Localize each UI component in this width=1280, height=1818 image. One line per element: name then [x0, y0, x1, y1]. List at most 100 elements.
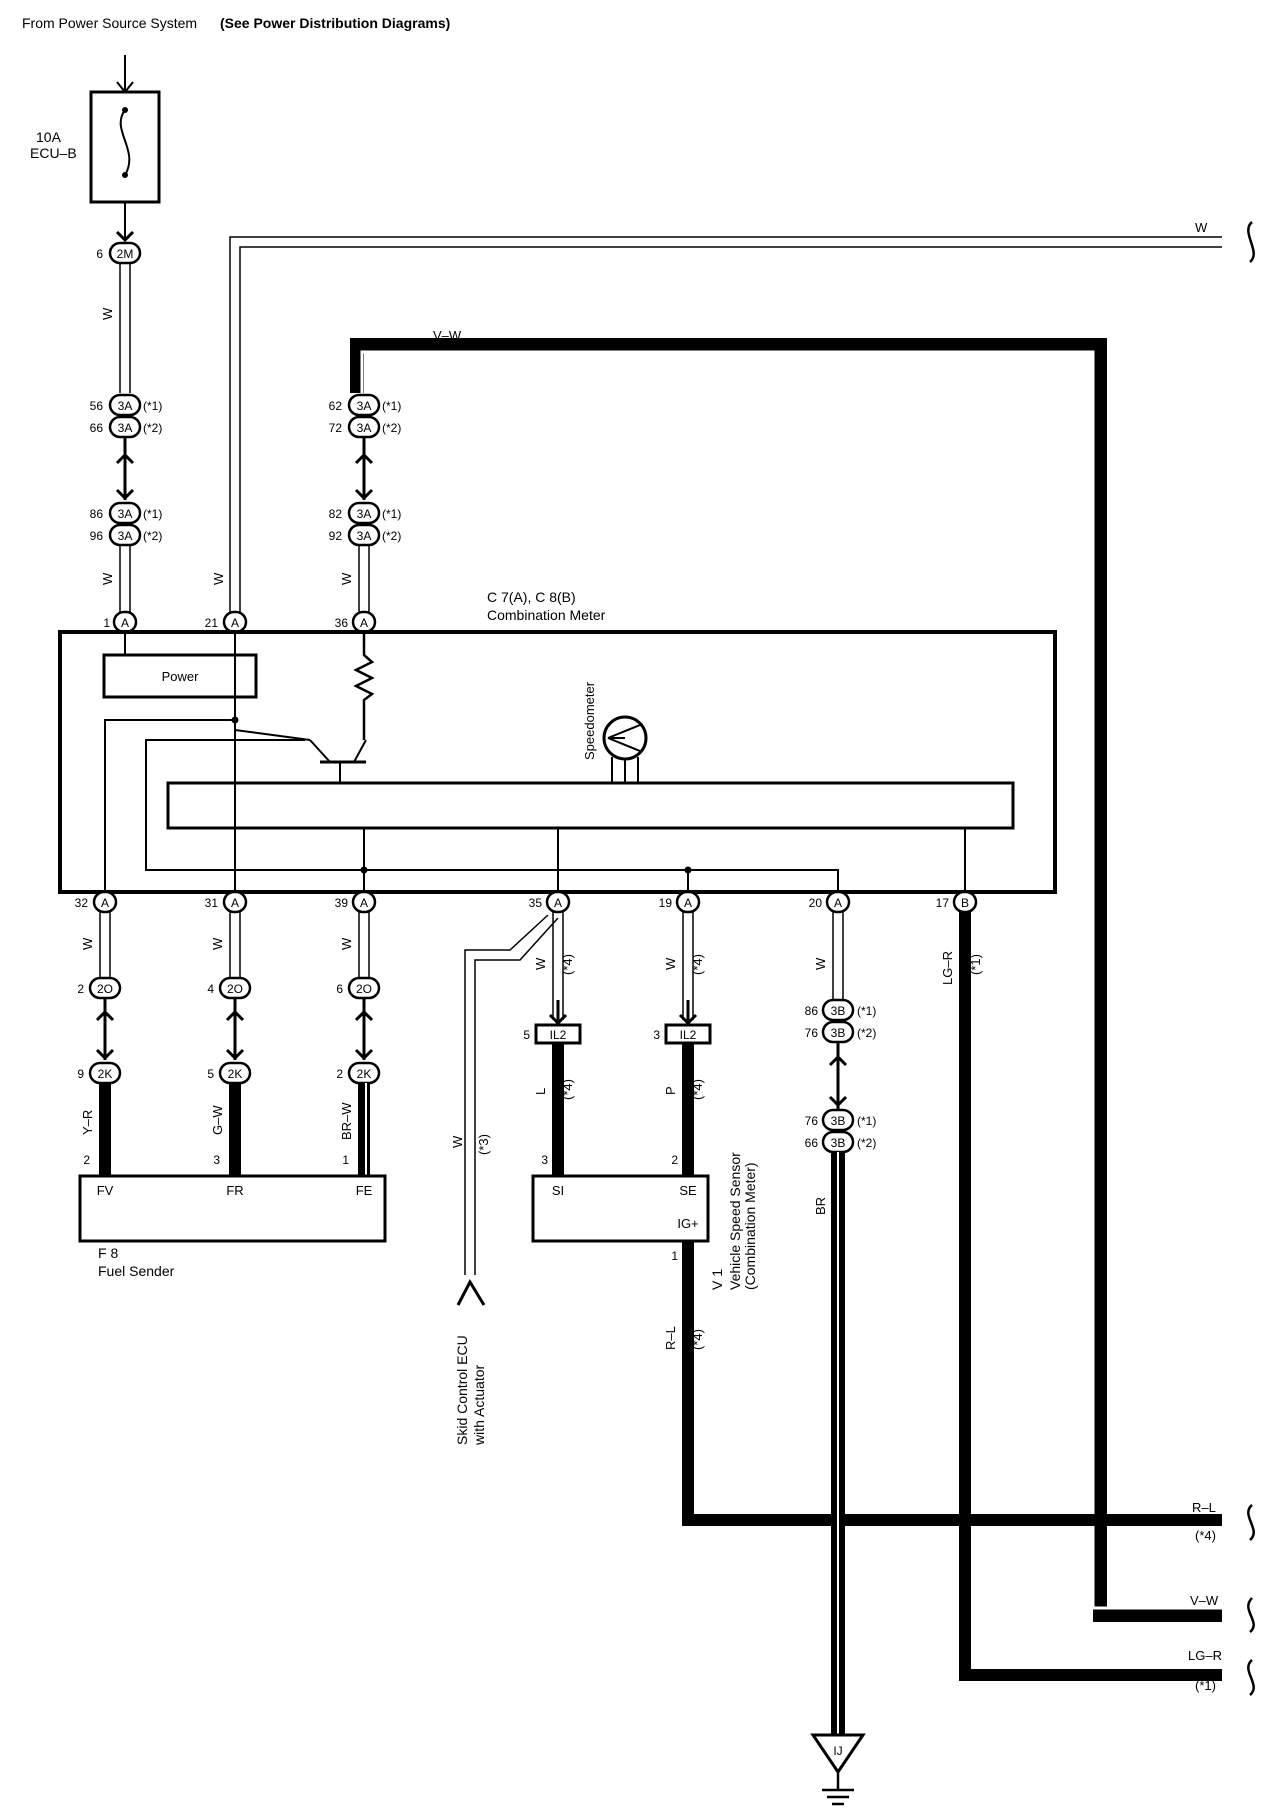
svg-text:(*1): (*1): [857, 1114, 876, 1128]
svg-text:31: 31: [205, 896, 219, 910]
svg-text:A: A: [121, 616, 129, 630]
svg-text:3A: 3A: [357, 529, 372, 543]
svg-text:(*2): (*2): [143, 421, 162, 435]
svg-text:BR–W: BR–W: [339, 1102, 354, 1140]
svg-text:3A: 3A: [118, 421, 133, 435]
svg-text:V 1: V 1: [709, 1269, 725, 1290]
svg-text:W: W: [663, 957, 678, 970]
svg-text:B: B: [961, 896, 969, 910]
svg-text:(*1): (*1): [382, 507, 401, 521]
svg-text:39: 39: [335, 896, 349, 910]
svg-text:(*1): (*1): [143, 399, 162, 413]
svg-text:20: 20: [809, 896, 823, 910]
meter-codes: C 7(A), C 8(B): [487, 589, 576, 605]
svg-text:with Actuator: with Actuator: [471, 1365, 487, 1446]
svg-text:62: 62: [329, 399, 343, 413]
vss-box: SI SE IG+ V 1 Vehicle Speed Sensor (Comb…: [531, 1152, 758, 1290]
fuse-name: ECU–B: [30, 145, 77, 161]
svg-text:(*4): (*4): [690, 954, 705, 975]
svg-text:Skid Control ECU: Skid Control ECU: [454, 1335, 470, 1445]
svg-text:W: W: [1195, 220, 1208, 235]
svg-text:P: P: [663, 1086, 678, 1095]
svg-text:V–W: V–W: [1190, 1593, 1219, 1608]
svg-text:W: W: [813, 957, 828, 970]
svg-text:2K: 2K: [98, 1067, 113, 1081]
svg-text:2O: 2O: [227, 982, 243, 996]
fuel-sender-box: FV FR FE F 8 Fuel Sender: [78, 1174, 387, 1279]
connector-il2: IL2 5 IL2 3 L (*4) P (*4) 3 2: [523, 1023, 712, 1176]
svg-text:FR: FR: [226, 1183, 243, 1198]
svg-text:SI: SI: [552, 1183, 564, 1198]
svg-text:3: 3: [213, 1153, 220, 1167]
svg-text:LG–R: LG–R: [940, 951, 955, 985]
svg-text:W: W: [80, 937, 95, 950]
svg-text:2O: 2O: [97, 982, 113, 996]
svg-text:76: 76: [805, 1114, 819, 1128]
svg-text:Speedometer: Speedometer: [582, 681, 597, 760]
svg-text:Y–R: Y–R: [80, 1110, 95, 1135]
svg-text:3A: 3A: [118, 399, 133, 413]
svg-text:R–L: R–L: [1192, 1500, 1216, 1515]
svg-text:BR: BR: [813, 1197, 828, 1215]
svg-text:66: 66: [805, 1136, 819, 1150]
svg-text:2K: 2K: [228, 1067, 243, 1081]
svg-text:(*2): (*2): [382, 529, 401, 543]
svg-text:92: 92: [329, 529, 343, 543]
svg-text:(*4): (*4): [690, 1329, 705, 1350]
svg-text:76: 76: [805, 1026, 819, 1040]
header-source: From Power Source System: [22, 15, 197, 31]
svg-text:(*2): (*2): [857, 1136, 876, 1150]
svg-text:(*2): (*2): [857, 1026, 876, 1040]
svg-text:56: 56: [90, 399, 104, 413]
svg-text:A: A: [231, 616, 239, 630]
svg-text:(*1): (*1): [143, 507, 162, 521]
svg-text:(*4): (*4): [1195, 1528, 1216, 1543]
wire-w-top: W W: [211, 220, 1255, 617]
svg-text:(*4): (*4): [560, 954, 575, 975]
svg-text:W: W: [210, 937, 225, 950]
svg-text:A: A: [360, 616, 368, 630]
svg-text:17: 17: [936, 896, 950, 910]
svg-text:86: 86: [805, 1004, 819, 1018]
svg-text:2: 2: [671, 1153, 678, 1167]
wire-w-main: W: [100, 263, 131, 393]
svg-text:3B: 3B: [831, 1026, 846, 1040]
svg-text:A: A: [360, 896, 368, 910]
svg-text:(Combination Meter): (Combination Meter): [742, 1162, 758, 1290]
svg-text:1: 1: [671, 1249, 678, 1263]
svg-text:3A: 3A: [357, 399, 372, 413]
svg-text:5: 5: [207, 1067, 214, 1081]
svg-text:2M: 2M: [117, 247, 134, 261]
svg-text:86: 86: [90, 507, 104, 521]
svg-text:Power: Power: [162, 669, 200, 684]
wire-v-w: V–W V–W: [350, 328, 1255, 1633]
svg-text:W: W: [100, 307, 115, 320]
svg-text:5: 5: [523, 1028, 530, 1042]
svg-text:(*1): (*1): [968, 954, 983, 975]
connector-3a-right: 3A 62 (*1) 3A 72 (*2) 3A 82 (*1) 3A 92 (…: [329, 393, 401, 612]
svg-text:Fuel Sender: Fuel Sender: [98, 1263, 175, 1279]
fuse-ecu-b: 10A ECU–B: [30, 55, 161, 240]
svg-text:A: A: [231, 896, 239, 910]
svg-text:2: 2: [336, 1067, 343, 1081]
svg-text:G–W: G–W: [210, 1105, 225, 1135]
svg-text:IJ: IJ: [833, 1744, 842, 1758]
svg-text:Vehicle Speed Sensor: Vehicle Speed Sensor: [727, 1152, 743, 1290]
svg-text:3: 3: [653, 1028, 660, 1042]
svg-text:2K: 2K: [357, 1067, 372, 1081]
svg-text:(*4): (*4): [560, 1079, 575, 1100]
svg-text:A: A: [684, 896, 692, 910]
wire-lg-r: LG–R (*1) LG–R (*1): [940, 912, 1255, 1696]
svg-text:(*3): (*3): [476, 1134, 491, 1155]
svg-text:L: L: [533, 1088, 548, 1095]
svg-text:3A: 3A: [118, 529, 133, 543]
svg-text:96: 96: [90, 529, 104, 543]
svg-text:3: 3: [541, 1153, 548, 1167]
svg-text:IL2: IL2: [550, 1028, 567, 1042]
svg-text:32: 32: [75, 896, 89, 910]
svg-text:3A: 3A: [118, 507, 133, 521]
svg-text:FE: FE: [356, 1183, 373, 1198]
connector-3a-left-upper: 3A 56 (*1) 3A 66 (*2) 3A 86 (*1) 3A 96 (…: [90, 393, 162, 612]
ground-ij: IJ: [810, 1733, 866, 1806]
svg-text:IG+: IG+: [677, 1216, 698, 1231]
